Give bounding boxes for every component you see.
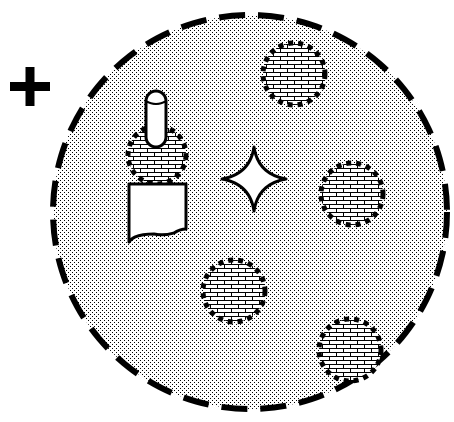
cursor-knob-icon[interactable]	[146, 91, 166, 147]
brick-tile-right[interactable]	[321, 163, 383, 225]
brick-tile-top[interactable]	[263, 43, 325, 105]
brick-tile-bottom-right[interactable]	[319, 319, 381, 381]
play-area-dashed-circle	[53, 15, 447, 409]
brick-tile-bottom-left[interactable]	[203, 260, 265, 322]
zoom-in-plus-icon[interactable]	[10, 67, 50, 106]
